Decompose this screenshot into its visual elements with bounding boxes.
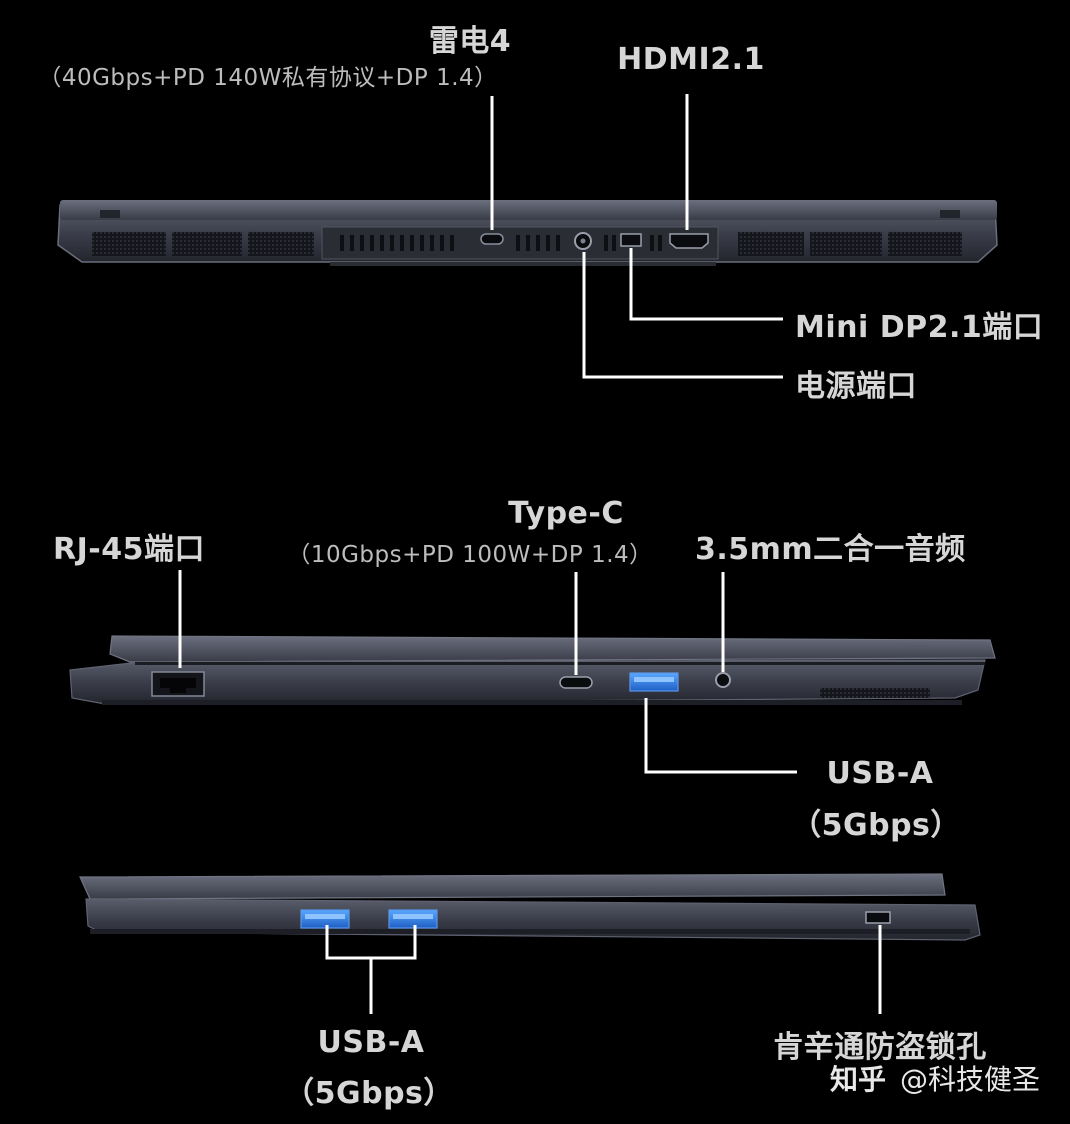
mini-dp-port-icon (620, 233, 642, 247)
usb-a-port-icon (629, 672, 679, 692)
usb-a-title-label: USB-A (317, 1025, 425, 1060)
thunderbolt-port-icon (480, 233, 504, 245)
usb-a-port-icon (388, 909, 438, 929)
left-side-laptop (69, 635, 996, 705)
usb-a-spec-label: （5Gbps） (791, 808, 961, 843)
usb-a-port-icon (300, 909, 350, 929)
hdmi-label: HDMI2.1 (617, 42, 765, 77)
author-handle: @科技健圣 (899, 1063, 1040, 1096)
hdmi-port-icon (669, 233, 709, 249)
type-c-spec-label: （10Gbps+PD 100W+DP 1.4） (287, 542, 653, 568)
watermark: 知乎 @科技健圣 (830, 1058, 1040, 1098)
rear-view-laptop (57, 200, 998, 266)
audio-jack-label: 3.5mm二合一音频 (695, 532, 966, 567)
right-side-callout-lines (325, 925, 882, 1014)
mini-dp-label: Mini DP2.1端口 (795, 310, 1044, 345)
left-side-callout-lines (178, 570, 797, 774)
usb-a-title-label: USB-A (826, 756, 934, 791)
power-port-label: 电源端口 (795, 369, 917, 404)
usb-a-spec-label: （5Gbps） (284, 1076, 454, 1111)
power-port-icon (574, 232, 592, 250)
type-c-port-icon (559, 676, 593, 689)
kensington-lock-label: 肯辛通防盗锁孔 (773, 1030, 987, 1065)
thunderbolt-title-label: 雷电4 (428, 24, 512, 59)
zhihu-logo: 知乎 (829, 1063, 886, 1096)
rj45-port-icon (151, 671, 205, 697)
right-side-laptop (79, 873, 981, 941)
type-c-title-label: Type-C (508, 496, 624, 531)
audio-jack-icon (715, 672, 731, 688)
rj45-label: RJ-45端口 (53, 532, 205, 567)
thunderbolt-spec-label: （40Gbps+PD 140W私有协议+DP 1.4） (38, 65, 498, 91)
kensington-lock-icon (865, 911, 891, 924)
rear-callout-lines (490, 94, 783, 379)
